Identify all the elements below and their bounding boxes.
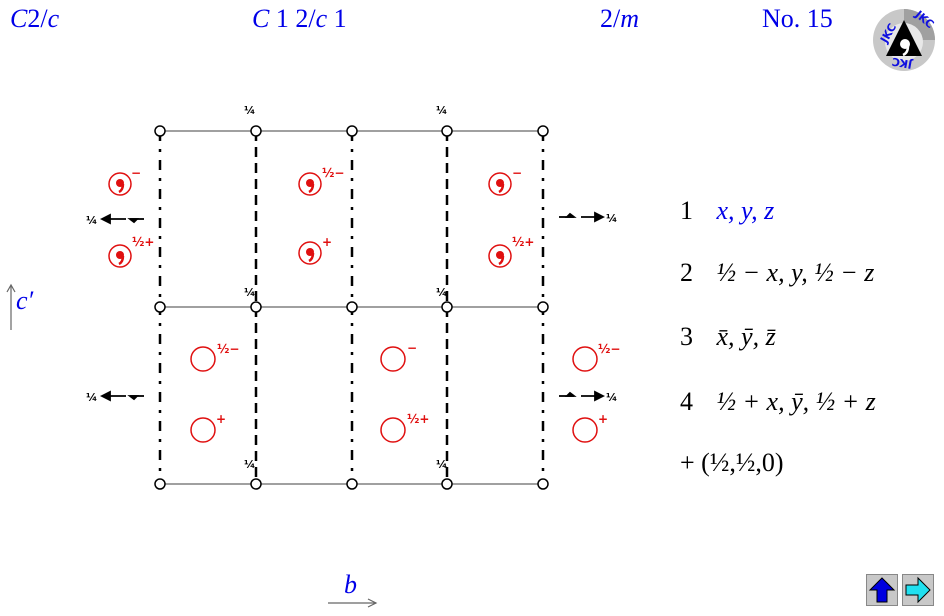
up-arrow-icon <box>868 577 896 603</box>
operation-2: 2 ½ − x, y, ½ − z <box>680 258 874 288</box>
space-group-short-symbol: C2/c <box>10 4 59 34</box>
operation-index: 2 <box>680 258 693 287</box>
arrow-up-icon <box>6 283 16 330</box>
symbol-part: 1 <box>327 4 347 33</box>
svg-text:¼: ¼ <box>606 212 617 225</box>
mirror-letter: m <box>620 4 640 33</box>
svg-text:¼: ¼ <box>86 391 97 404</box>
svg-text:½−: ½− <box>322 166 344 180</box>
symbol-part: 1 2/ <box>269 4 316 33</box>
svg-text:¼: ¼ <box>436 286 447 299</box>
svg-text:−: − <box>131 166 141 180</box>
height-labels: ¼ ¼ ¼ ¼ ¼ ¼ <box>244 104 447 471</box>
lattice-letter: C <box>10 4 28 33</box>
operation-index: 1 <box>680 196 693 225</box>
operation-4: 4 ½ + x, ȳ, ½ + z <box>680 387 876 417</box>
svg-text:JKC: JKC <box>891 55 914 71</box>
svg-text:+: + <box>216 412 226 426</box>
space-group-full-symbol: C 1 2/c 1 <box>252 4 347 34</box>
operation-index: + <box>680 448 695 477</box>
nav-up-button[interactable] <box>866 574 898 606</box>
svg-text:¼: ¼ <box>244 286 255 299</box>
axis-label-c: c′ <box>16 286 34 315</box>
symbol-part: 2/ <box>27 4 48 33</box>
point-group-symbol: 2/m <box>600 4 639 34</box>
symbol-signs: − ½+ ½− + − ½+ ½− + − ½+ ½− + <box>131 166 620 426</box>
operation-3: 3 x̄, ȳ, z̄ <box>680 322 776 352</box>
lattice-letter: C <box>252 4 270 33</box>
nav-next-button[interactable] <box>902 574 934 606</box>
glide-arrow-labels: ¼ ¼ ¼ ¼ <box>86 212 617 404</box>
space-group-number: No. 15 <box>762 4 833 33</box>
svg-text:¼: ¼ <box>606 391 617 404</box>
svg-text:½+: ½+ <box>512 235 534 249</box>
glide-letter: c <box>315 4 328 33</box>
operation-coords: ½ − x, y, ½ − z <box>716 258 875 287</box>
operation-coords: x̄, ȳ, z̄ <box>716 322 776 351</box>
svg-text:−: − <box>512 166 522 180</box>
glide-letter: c <box>47 4 60 33</box>
svg-text:½−: ½− <box>598 342 620 356</box>
right-arrow-icon <box>905 576 931 604</box>
operation-coords: x, y, z <box>716 196 775 225</box>
general-position-symbols-upper <box>107 171 513 269</box>
operation-1: 1 x, y, z <box>680 196 774 226</box>
svg-text:¼: ¼ <box>436 458 447 471</box>
general-position-symbols-lower <box>190 346 598 443</box>
operation-coords: ½ + x, ȳ, ½ + z <box>716 387 876 416</box>
operation-index: 3 <box>680 322 693 351</box>
svg-text:¼: ¼ <box>244 458 255 471</box>
svg-text:¼: ¼ <box>436 104 447 117</box>
svg-text:+: + <box>598 412 608 426</box>
arrow-right-icon <box>328 598 378 608</box>
svg-text:½+: ½+ <box>407 412 429 426</box>
axis-label-b: b <box>344 570 357 599</box>
centering-translation: + (½,½,0) <box>680 448 784 478</box>
svg-text:¼: ¼ <box>86 214 97 227</box>
svg-text:−: − <box>407 341 417 355</box>
svg-text:½+: ½+ <box>132 235 154 249</box>
svg-text:½−: ½− <box>217 342 239 356</box>
glide-arrows <box>99 211 606 402</box>
svg-text:¼: ¼ <box>244 104 255 117</box>
svg-text:+: + <box>322 235 332 249</box>
symbol-part: 2/ <box>600 4 621 33</box>
operation-coords: (½,½,0) <box>701 448 784 477</box>
operation-index: 4 <box>680 387 693 416</box>
jkc-logo[interactable]: JKC JKC JKC <box>872 8 936 72</box>
